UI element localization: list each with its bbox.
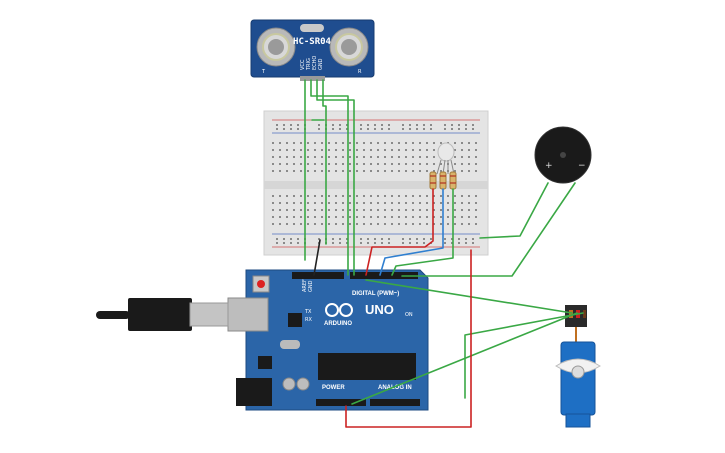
analog-header-label: ANALOG IN [378, 385, 412, 391]
digital-header-label: DIGITAL (PWM~) [352, 291, 399, 297]
buzzer-plus-label: + [545, 161, 553, 171]
rgb-led[interactable] [436, 142, 455, 175]
sensor-pin-labels: VCC TRIG ECHO GND [300, 56, 324, 71]
buzzer-minus-label: − [578, 161, 586, 171]
ultrasonic-sensor[interactable]: HC-SR04 T R VCC TRIG ECHO GND [250, 19, 375, 81]
usb-cable [96, 298, 229, 331]
servo-motor[interactable] [555, 305, 601, 428]
sensor-right-mark: R [358, 69, 362, 75]
aref-label: AREF [302, 279, 308, 292]
sensor-pin-label-echo: ECHO [312, 56, 318, 70]
sensor-pin-label-vcc: VCC [300, 59, 306, 70]
sensor-model-label: HC-SR04 [293, 37, 332, 47]
usb-port [227, 297, 269, 332]
board-model-label: UNO [365, 302, 394, 317]
sensor-pin-label-gnd: GND [318, 58, 324, 70]
on-label: ON [405, 312, 413, 318]
power-jack [236, 378, 272, 406]
power-header-label: POWER [322, 385, 345, 391]
piezo-buzzer[interactable]: + − [534, 126, 592, 184]
resistors[interactable] [429, 171, 457, 190]
gnd-label: GND [308, 280, 314, 292]
arduino-brand-label: ARDUINO [324, 321, 352, 327]
sensor-left-mark: T [261, 69, 266, 75]
arduino-logo: ARDUINO [324, 303, 353, 327]
atmega-chip [318, 353, 416, 380]
tx-label: TX [304, 309, 312, 315]
sensor-pin-label-trig: TRIG [306, 58, 312, 71]
rx-label: RX [305, 317, 312, 323]
arduino-uno-board[interactable]: DIGITAL (PWM~) POWER ANALOG IN AREF GND … [227, 269, 429, 411]
wires [304, 79, 584, 428]
breadboard-holes [272, 124, 477, 244]
